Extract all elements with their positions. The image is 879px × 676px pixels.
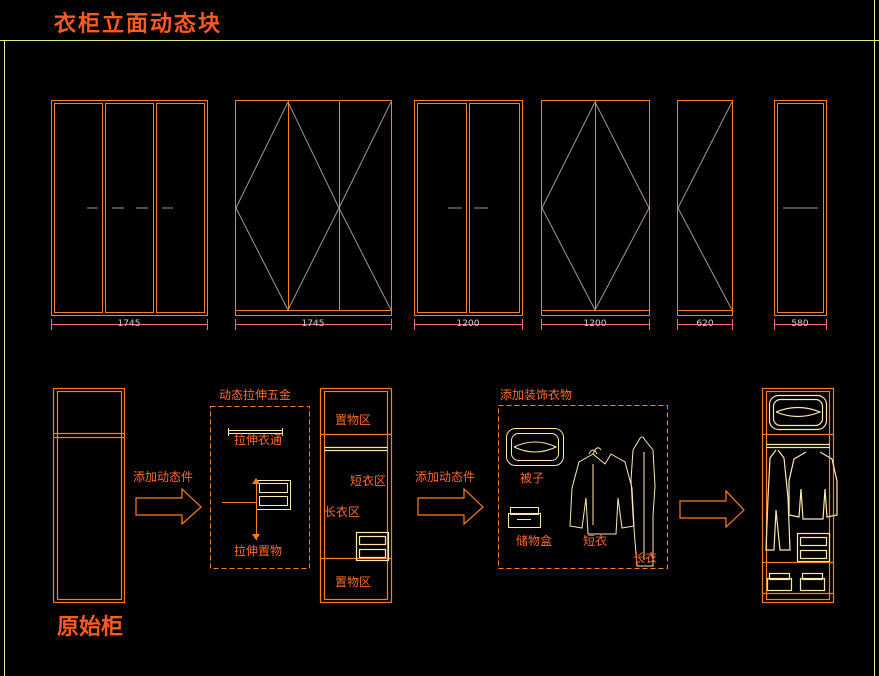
clothing-group	[498, 405, 668, 569]
elevation-1745-3door-open	[235, 100, 392, 316]
dimension-label-6: 580	[791, 319, 809, 329]
elevation-580-1door	[774, 100, 827, 316]
zone-short-label: 短衣区	[350, 474, 387, 488]
elevation-1200-2door-open	[541, 100, 650, 316]
zone-bottom-label: 置物区	[335, 575, 372, 589]
drawing-title: 衣柜立面动态块	[54, 12, 223, 37]
elevation-1200-2door	[414, 100, 523, 316]
elevation-1745-3door	[51, 100, 208, 316]
zone-long-label: 长衣区	[324, 505, 361, 519]
arrow-1-label: 添加动态件	[133, 470, 194, 484]
dimension-label-4: 1200	[583, 319, 607, 329]
dimension-label-2: 1745	[301, 319, 325, 329]
short-coat-label: 短衣	[583, 534, 608, 548]
dimension-lines	[51, 319, 827, 330]
final-cabinet	[761, 387, 838, 604]
hardware-group	[210, 406, 310, 569]
storage-drawer-label: 拉伸置物	[234, 544, 283, 558]
original-cabinet-label: 原始柜	[57, 615, 124, 640]
dimension-label-5: 620	[696, 319, 714, 329]
quilt-label: 被子	[520, 471, 545, 485]
hardware-group-title: 动态拉伸五金	[219, 388, 292, 402]
arrow-2-label: 添加动态件	[415, 470, 476, 484]
original-cabinet	[52, 387, 126, 604]
zoned-cabinet	[319, 387, 393, 604]
hanging-rail-label: 拉伸衣通	[234, 433, 283, 447]
elevation-620-1door-open	[677, 100, 733, 316]
clothing-group-title: 添加装饰衣物	[500, 388, 573, 402]
dimension-label-3: 1200	[456, 319, 480, 329]
arrow-1	[135, 487, 202, 526]
zone-top-label: 置物区	[335, 413, 372, 427]
dimension-label-1: 1745	[117, 319, 141, 329]
arrow-2	[417, 487, 484, 526]
box-label: 储物盒	[516, 534, 553, 548]
long-coat-label: 长衣	[633, 551, 658, 565]
arrow-3	[679, 489, 745, 529]
